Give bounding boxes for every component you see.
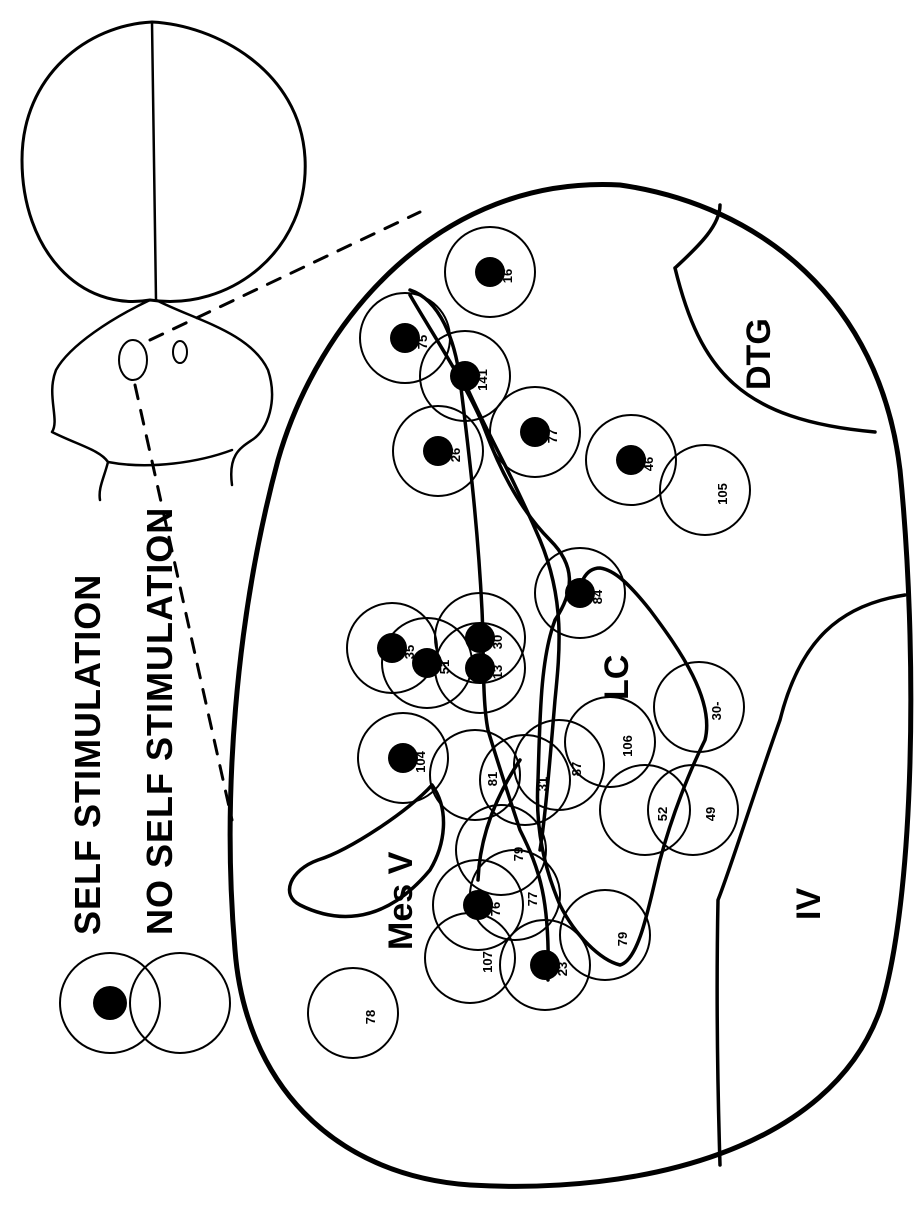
site-number-label: 78: [363, 1010, 378, 1024]
site-ring-noself: [308, 968, 398, 1058]
region-label-iv: IV: [790, 888, 828, 920]
section-outline: [230, 185, 911, 1187]
site-number-label: 84: [590, 589, 605, 604]
site-number-label: 104: [413, 750, 428, 772]
whole-brain-outline: [22, 22, 305, 500]
fourth-ventricle-boundary: [717, 595, 905, 1165]
site-number-label: 77: [545, 429, 560, 443]
mesv-outline: [290, 785, 444, 916]
site-number-label: 52: [655, 807, 670, 821]
site-number-label: 75: [415, 335, 430, 349]
site-number-label: 81: [485, 772, 500, 786]
legend-self-label: SELF STIMULATION: [67, 574, 108, 935]
site-number-label: 79: [511, 847, 526, 861]
site-number-label: 107: [480, 951, 495, 973]
site-number-label: 106: [620, 735, 635, 757]
site-number-label: 30: [490, 635, 505, 649]
site-number-label: 49: [703, 807, 718, 821]
site-ring-noself: [430, 730, 520, 820]
site-number-label: 105: [715, 483, 730, 505]
site-ring-noself: [514, 720, 604, 810]
site-number-label: 13: [490, 665, 505, 679]
site-number-label: 51: [437, 660, 452, 674]
region-label-dtg: DTG: [740, 318, 778, 390]
site-ring-noself: [660, 445, 750, 535]
site-ring-noself: [560, 890, 650, 980]
site-number-label: 16: [500, 269, 515, 283]
site-ring-noself: [654, 662, 744, 752]
site-number-label: 26: [448, 448, 463, 462]
site-number-label: 76: [488, 902, 503, 916]
site-number-label: 79: [615, 932, 630, 946]
site-number-label: 30-: [709, 702, 724, 721]
site-number-label: 31: [535, 777, 550, 791]
region-label-mesv: Mes V: [382, 851, 420, 950]
legend-noself-symbol: [130, 953, 230, 1053]
site-number-label: 141: [475, 369, 490, 391]
region-label-lc: LC: [598, 655, 636, 700]
site-number-label: 87: [569, 762, 584, 776]
site-number-label: 23: [555, 962, 570, 976]
legend-noself-label: NO SELF STIMULATION: [139, 507, 180, 935]
site-number-label: 46: [641, 457, 656, 471]
site-number-label: 77: [525, 892, 540, 906]
